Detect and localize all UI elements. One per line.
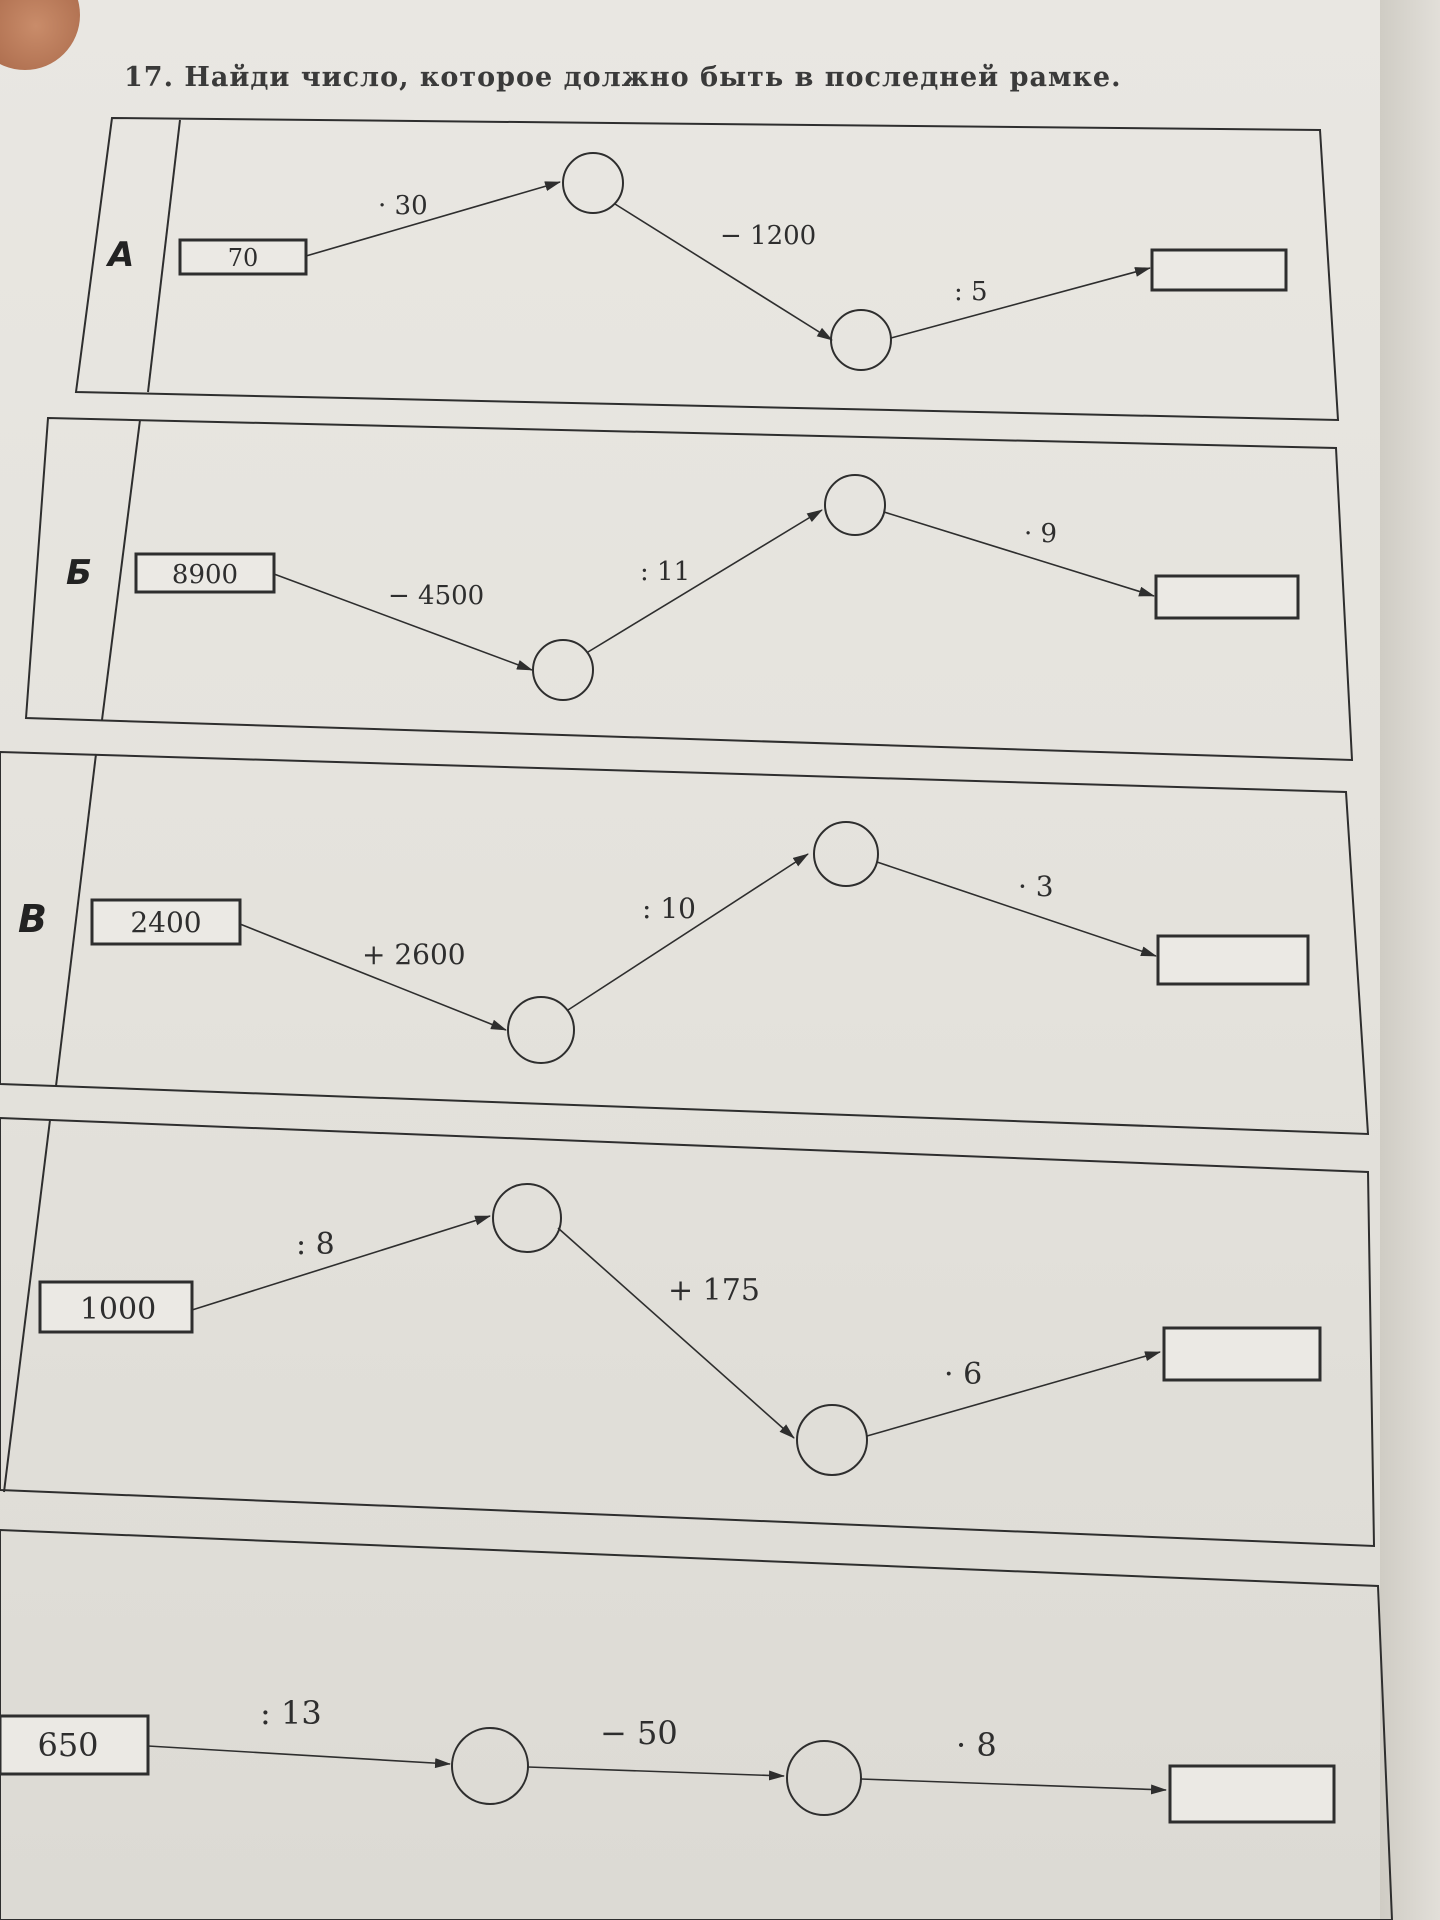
panel-c-answer-box[interactable] [1156, 934, 1310, 986]
panel-b-letter: Б [66, 553, 92, 593]
panel-e-arrow-2 [527, 1766, 785, 1781]
panel-c-start-value: 2400 [130, 906, 201, 939]
panel-d-op-3: · 6 [944, 1357, 982, 1392]
panel-c-op-1: + 2600 [362, 938, 466, 971]
panel-b-op-1: − 4500 [388, 581, 484, 611]
panel-c-arrow-2 [567, 853, 809, 1011]
panel-c-op-3: · 3 [1018, 870, 1054, 903]
panel-e-start-value: 650 [37, 1726, 98, 1764]
panel-d-frame [0, 1116, 1376, 1548]
panel-d-start-box [38, 1280, 194, 1334]
panel-e: 650 : 13 − 50 · 8 [0, 1528, 1394, 1920]
panel-e-node-2[interactable] [786, 1740, 862, 1816]
panel-a-arrow-2 [614, 203, 833, 341]
panel-b-start-box [134, 552, 276, 594]
panel-e-op-1: : 13 [260, 1694, 322, 1732]
panel-d-op-1: : 8 [296, 1227, 335, 1262]
panel-c-start-box [90, 898, 242, 946]
panel-e-start-box [0, 1714, 150, 1776]
panel-b-arrow-3 [883, 511, 1155, 597]
panel-d: 1000 : 8 + 175 · 6 [0, 1116, 1376, 1548]
panel-a-op-3: : 5 [954, 277, 988, 307]
panel-b-op-2: : 11 [640, 557, 690, 587]
exercise-title: 17. Найди число, которое должно быть в п… [124, 62, 1122, 93]
panel-c-node-2[interactable] [813, 821, 879, 887]
panel-e-op-2: − 50 [600, 1714, 678, 1752]
panel-c-arrow-3 [876, 861, 1157, 957]
panel-a-node-1[interactable] [562, 152, 624, 214]
panel-a-answer-box[interactable] [1150, 248, 1288, 292]
panel-d-divider [3, 1119, 51, 1493]
panel-d-arrow-2 [557, 1227, 795, 1439]
panel-b-answer-box[interactable] [1154, 574, 1300, 620]
panel-e-arrow-1 [147, 1745, 451, 1769]
panel-b-op-3: · 9 [1024, 519, 1057, 549]
panel-c-op-2: : 10 [642, 892, 696, 925]
panel-a-node-2[interactable] [830, 309, 892, 371]
panel-b-arrow-1 [273, 573, 533, 671]
panel-c-divider [55, 753, 97, 1087]
panel-d-start-value: 1000 [80, 1292, 156, 1327]
panel-e-op-3: · 8 [956, 1726, 997, 1764]
panel-e-node-1[interactable] [451, 1727, 529, 1805]
panel-c-frame [0, 750, 1370, 1136]
panel-e-answer-box[interactable] [1168, 1764, 1336, 1824]
panel-a-start-value: 70 [228, 244, 259, 272]
panel-d-arrow-3 [866, 1351, 1161, 1437]
panel-b-frame [24, 416, 1354, 762]
panel-d-node-2[interactable] [796, 1404, 868, 1476]
panel-a-arrow-3 [890, 267, 1151, 339]
panel-e-frame [0, 1528, 1394, 1920]
panel-d-node-1[interactable] [492, 1183, 562, 1253]
next-page-edge [1380, 0, 1440, 1920]
panel-a-op-1: · 30 [378, 191, 428, 221]
panel-c: В 2400 + 2600 : 10 · 3 [0, 750, 1370, 1136]
panel-b-start-value: 8900 [172, 560, 238, 590]
panel-b-divider [101, 419, 141, 721]
panel-d-arrow-1 [191, 1215, 491, 1311]
panel-a-arrow-1 [305, 181, 561, 257]
panel-e-arrow-3 [860, 1778, 1167, 1795]
panel-a-divider [147, 119, 181, 393]
panel-d-op-2: + 175 [668, 1273, 760, 1308]
panel-b-node-1[interactable] [532, 639, 594, 701]
panel-d-answer-box[interactable] [1162, 1326, 1322, 1382]
panel-b-arrow-2 [587, 509, 823, 653]
panel-c-arrow-1 [239, 923, 507, 1031]
panel-a-frame [74, 116, 1340, 422]
panel-c-node-1[interactable] [507, 996, 575, 1064]
panel-a-start-box [178, 238, 308, 276]
panel-c-letter: В [18, 897, 47, 941]
panel-b-node-2[interactable] [824, 474, 886, 536]
panel-a-op-2: − 1200 [720, 221, 816, 251]
panel-b: Б 8900 − 4500 : 11 · 9 [24, 416, 1354, 762]
panel-a: А 70 · 30 − 1200 : 5 [74, 116, 1340, 422]
panel-a-letter: А [105, 235, 134, 275]
